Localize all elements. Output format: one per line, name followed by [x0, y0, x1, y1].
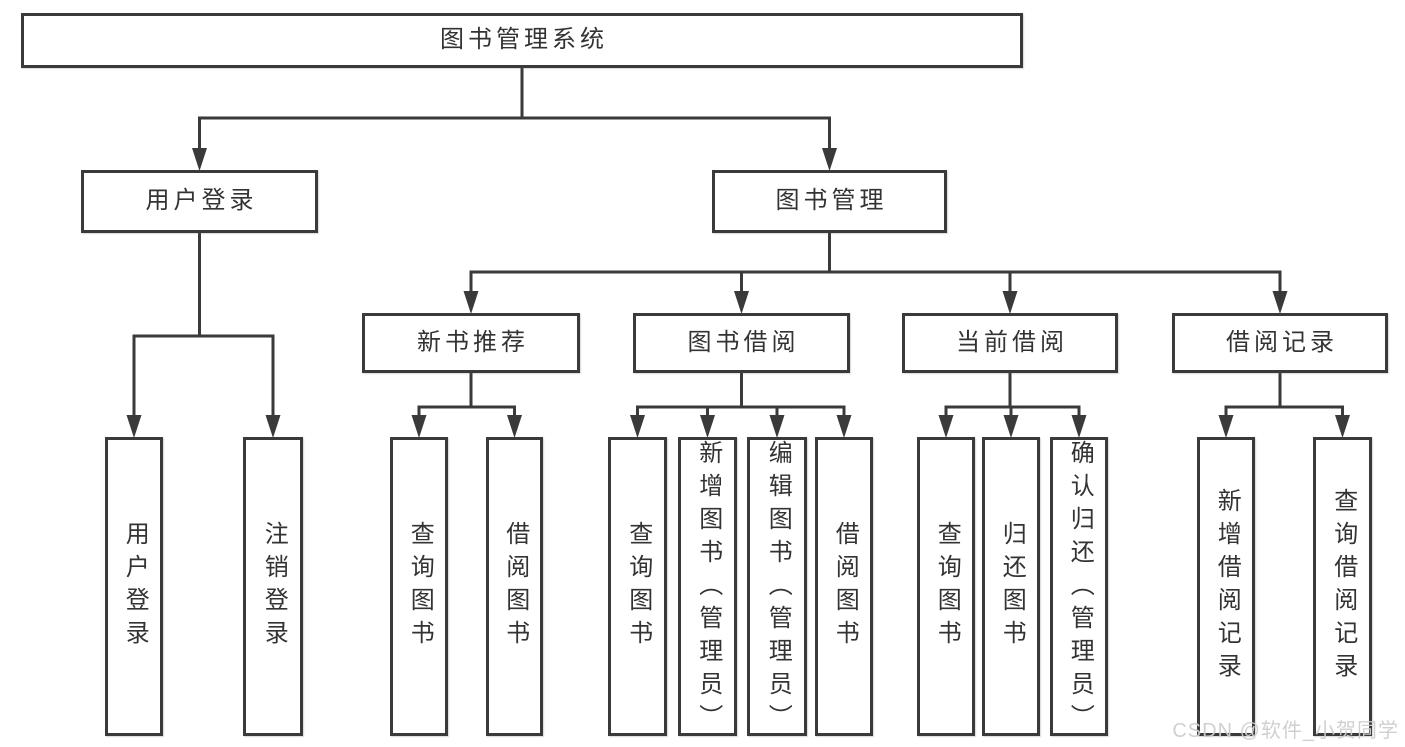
arrowhead-down-icon	[126, 415, 142, 438]
node-label-br-query-record: 查询借阅记录	[1329, 487, 1357, 686]
node-book-management: 图书管理	[712, 170, 947, 233]
node-label-nbr-borrow-book: 借阅图书	[501, 520, 529, 653]
node-label-user-login-action: 用户登录	[121, 520, 149, 653]
node-bb-edit-book: 编辑图书（管理员）	[747, 437, 807, 737]
node-user-login-action: 用户登录	[105, 437, 163, 736]
node-cb-query-book: 查询图书	[917, 437, 975, 736]
node-root: 图书管理系统	[21, 13, 1023, 68]
arrowhead-down-icon	[265, 415, 281, 438]
arrowhead-down-icon	[1218, 415, 1234, 438]
node-label-bb-add-book: 新增图书（管理员）	[694, 440, 722, 737]
arrowhead-down-icon	[1002, 291, 1018, 314]
node-cb-confirm-return: 确认归还（管理员）	[1050, 437, 1108, 737]
node-label-new-book-recommend: 新书推荐	[417, 328, 529, 356]
arrowhead-down-icon	[734, 291, 749, 314]
node-label-book-management: 图书管理	[775, 187, 888, 215]
node-label-current-borrow: 当前借阅	[956, 328, 1068, 356]
arrowhead-down-icon	[700, 415, 715, 438]
node-label-cb-query-book: 查询图书	[933, 520, 961, 653]
node-label-bb-borrow-book: 借阅图书	[831, 520, 859, 653]
arrowhead-down-icon	[1071, 415, 1087, 438]
arrowhead-down-icon	[411, 415, 427, 438]
node-new-book-recommend: 新书推荐	[362, 313, 580, 373]
node-bb-query-book: 查询图书	[608, 437, 667, 736]
csdn-watermark: CSDN @软件_小贺同学	[1172, 720, 1399, 742]
node-logout-action: 注销登录	[243, 437, 303, 736]
node-label-root: 图书管理系统	[440, 26, 608, 54]
arrowhead-down-icon	[836, 415, 852, 438]
arrowhead-down-icon	[192, 148, 207, 171]
arrowhead-down-icon	[1003, 415, 1019, 438]
node-book-borrow: 图书借阅	[633, 313, 850, 373]
node-label-logout-action: 注销登录	[260, 520, 288, 653]
node-label-bb-query-book: 查询图书	[624, 520, 652, 653]
arrowhead-down-icon	[769, 415, 785, 438]
arrowhead-down-icon	[630, 415, 645, 438]
node-label-user-login: 用户登录	[145, 187, 258, 215]
node-bb-add-book: 新增图书（管理员）	[678, 437, 737, 737]
arrowhead-down-icon	[1272, 291, 1288, 314]
node-br-add-record: 新增借阅记录	[1197, 437, 1255, 736]
node-label-cb-confirm-return: 确认归还（管理员）	[1066, 440, 1094, 737]
arrowhead-down-icon	[822, 148, 837, 171]
node-nbr-borrow-book: 借阅图书	[486, 437, 543, 736]
node-label-cb-return-book: 归还图书	[998, 520, 1026, 653]
arrowhead-down-icon	[463, 291, 479, 314]
arrowhead-down-icon	[938, 415, 954, 438]
node-label-bb-edit-book: 编辑图书（管理员）	[764, 440, 792, 737]
node-br-query-record: 查询借阅记录	[1313, 437, 1372, 736]
node-label-nbr-query-book: 查询图书	[406, 520, 434, 653]
arrowhead-down-icon	[1335, 415, 1350, 438]
node-cb-return-book: 归还图书	[982, 437, 1040, 736]
node-nbr-query-book: 查询图书	[390, 437, 448, 736]
node-label-borrow-records: 借阅记录	[1226, 328, 1338, 356]
node-label-book-borrow: 图书借阅	[687, 328, 800, 356]
arrowhead-down-icon	[507, 415, 522, 438]
node-label-br-add-record: 新增借阅记录	[1213, 487, 1241, 686]
node-borrow-records: 借阅记录	[1172, 313, 1388, 373]
node-user-login: 用户登录	[81, 170, 318, 233]
node-bb-borrow-book: 借阅图书	[815, 437, 873, 736]
node-current-borrow: 当前借阅	[902, 313, 1118, 373]
